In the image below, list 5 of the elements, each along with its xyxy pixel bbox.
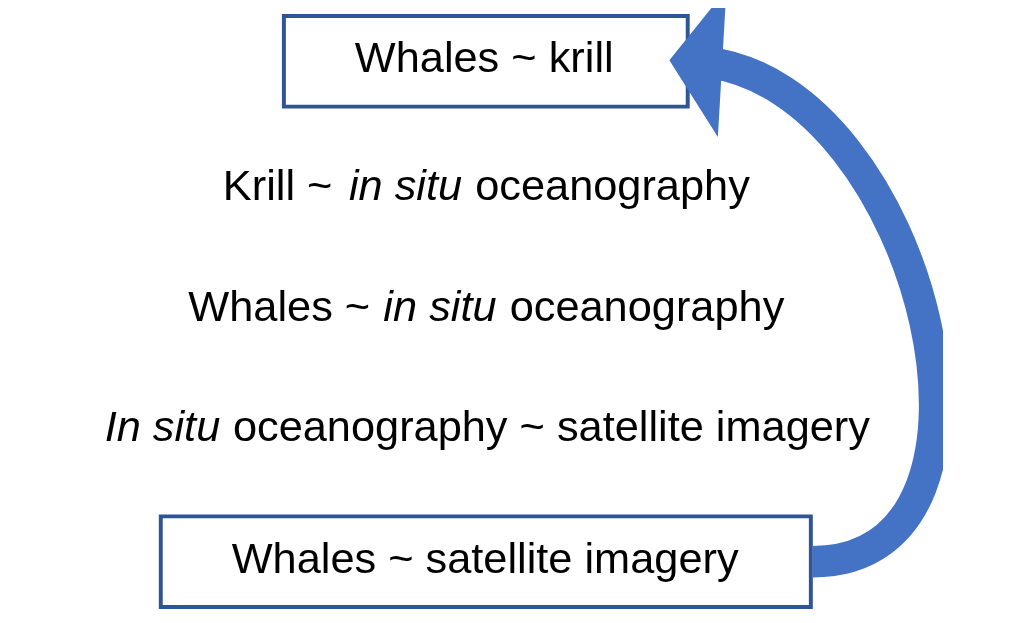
label: Whales ~ in situ oceanography	[188, 281, 785, 330]
node-box: Whales ~ krill	[281, 14, 690, 109]
label: Krill ~ in situ oceanography	[222, 161, 750, 210]
node-box: Whales ~ satellite imagery	[158, 514, 813, 609]
label: In situ oceanography ~ satellite imagery	[104, 401, 870, 450]
